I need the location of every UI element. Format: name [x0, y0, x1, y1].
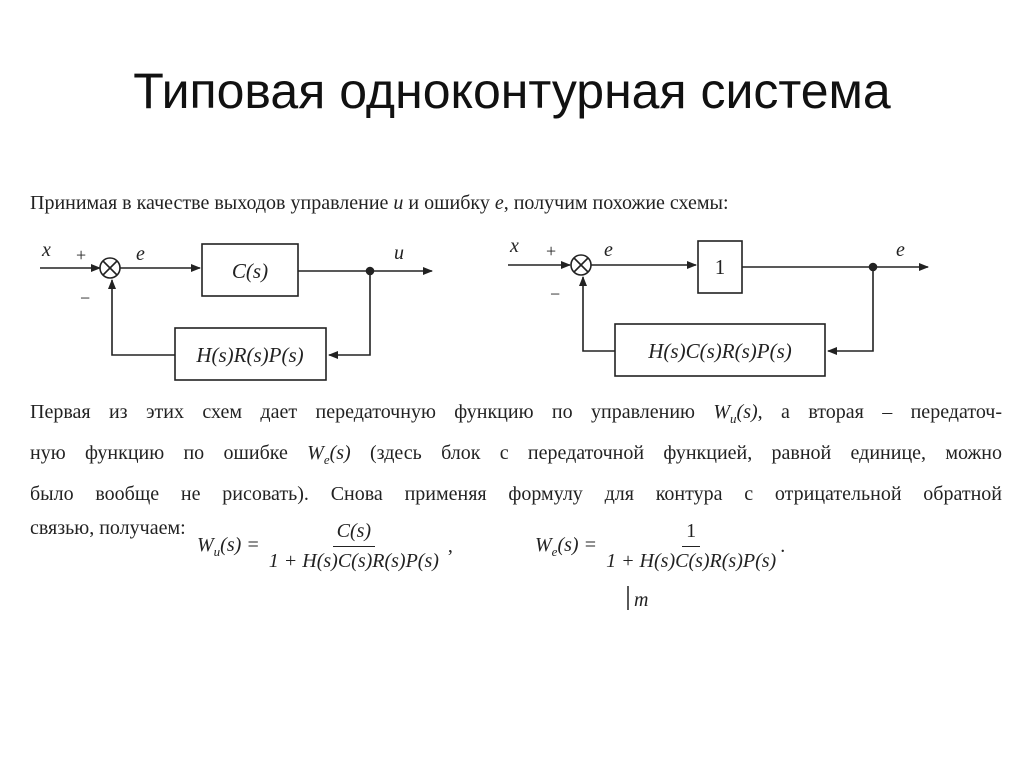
formula-we-period: . — [780, 535, 786, 557]
cursor-marker-label: m — [634, 589, 649, 611]
error-label: e — [136, 243, 145, 265]
error-label: e — [604, 239, 613, 261]
input-label: x — [509, 235, 519, 257]
forward-block-label: C(s) — [232, 259, 268, 283]
feedback-path-up — [579, 276, 615, 352]
explanation-text: (здесь блок с передаточной функцией, рав… — [350, 442, 1003, 464]
intro-mid: и ошибку — [403, 192, 495, 214]
output-label: e — [896, 239, 905, 261]
feedback-block-box — [174, 327, 327, 381]
block-diagram-control: x + − e C(s) u H(s)R(s)P(s) — [30, 228, 450, 388]
intro-e-symbol: e — [494, 192, 504, 214]
formula-we-fraction: 1 1 + H(s)C(s)R(s)P(s) — [602, 520, 780, 573]
input-label: x — [41, 239, 51, 261]
explanation-line-1: Первая из этих схем дает передаточную фу… — [30, 395, 1002, 436]
explanation-line-4: связью, получаем: — [30, 517, 186, 539]
intro-u-symbol: u — [393, 192, 404, 214]
block-diagram-error-svg: x + − e 1 e H(s)C(s)R(s)P(s) — [508, 235, 929, 377]
feedback-block-label: H(s)R(s)P(s) — [195, 343, 303, 367]
plus-sign: + — [546, 241, 556, 261]
slide-title: Типовая одноконтурная система — [133, 63, 891, 119]
formula-wu: Wu(s) = C(s) 1 + H(s)C(s)R(s)P(s) , — [197, 520, 453, 573]
formula-we-lhs: We(s) = — [535, 533, 598, 559]
feedback-block-box — [614, 323, 826, 377]
formula-we: We(s) = 1 1 + H(s)C(s)R(s)P(s) . — [535, 520, 785, 573]
feedback-block-label: H(s)C(s)R(s)P(s) — [647, 339, 791, 363]
formula-wu-lhs: Wu(s) = — [197, 533, 260, 559]
explanation-line-2: ную функцию по ошибке We(s) (здесь блок … — [30, 436, 1002, 477]
minus-sign: − — [550, 284, 560, 304]
forward-block-label: 1 — [715, 255, 726, 279]
plus-sign: + — [76, 245, 86, 265]
formula-we-numerator: 1 — [682, 520, 701, 547]
formula-wu-numerator: C(s) — [332, 520, 376, 547]
block-diagram-error: x + − e 1 e H(s)C(s)R(s)P(s) — [500, 228, 940, 388]
explanation-line-3: было вообще не рисовать). Снова применяя… — [30, 483, 1002, 505]
intro-paragraph: Принимая в качестве выходов управление u… — [30, 186, 1002, 220]
explanation-text: , а вторая – передаточ- — [757, 401, 1003, 423]
output-label: u — [394, 242, 404, 264]
formula-wu-comma: , — [442, 535, 453, 557]
forward-block-box — [201, 243, 299, 297]
we-symbol: We(s) — [307, 442, 351, 467]
feedback-path-down — [827, 267, 874, 355]
intro-suffix: , получим похожие схемы: — [503, 192, 729, 214]
formula-wu-denominator: 1 + H(s)C(s)R(s)P(s) — [268, 550, 439, 572]
formula-we-denominator: 1 + H(s)C(s)R(s)P(s) — [606, 550, 777, 572]
intro-prefix: Принимая в качестве выходов управление — [30, 192, 394, 214]
explanation-paragraph: Первая из этих схем дает передаточную фу… — [30, 395, 1002, 545]
cursor-marker: m — [626, 584, 648, 612]
formula-wu-fraction: C(s) 1 + H(s)C(s)R(s)P(s) — [265, 520, 443, 573]
feedback-path-up — [108, 279, 175, 356]
explanation-text: ную функцию по ошибке — [30, 442, 308, 464]
feedback-path-down — [328, 271, 371, 359]
text-cursor-icon — [627, 586, 629, 610]
minus-sign: − — [80, 288, 90, 308]
wu-symbol: Wu(s) — [713, 401, 758, 426]
block-diagram-control-svg: x + − e C(s) u H(s)R(s)P(s) — [40, 239, 433, 381]
explanation-text: Первая из этих схем дает передаточную фу… — [30, 401, 714, 423]
